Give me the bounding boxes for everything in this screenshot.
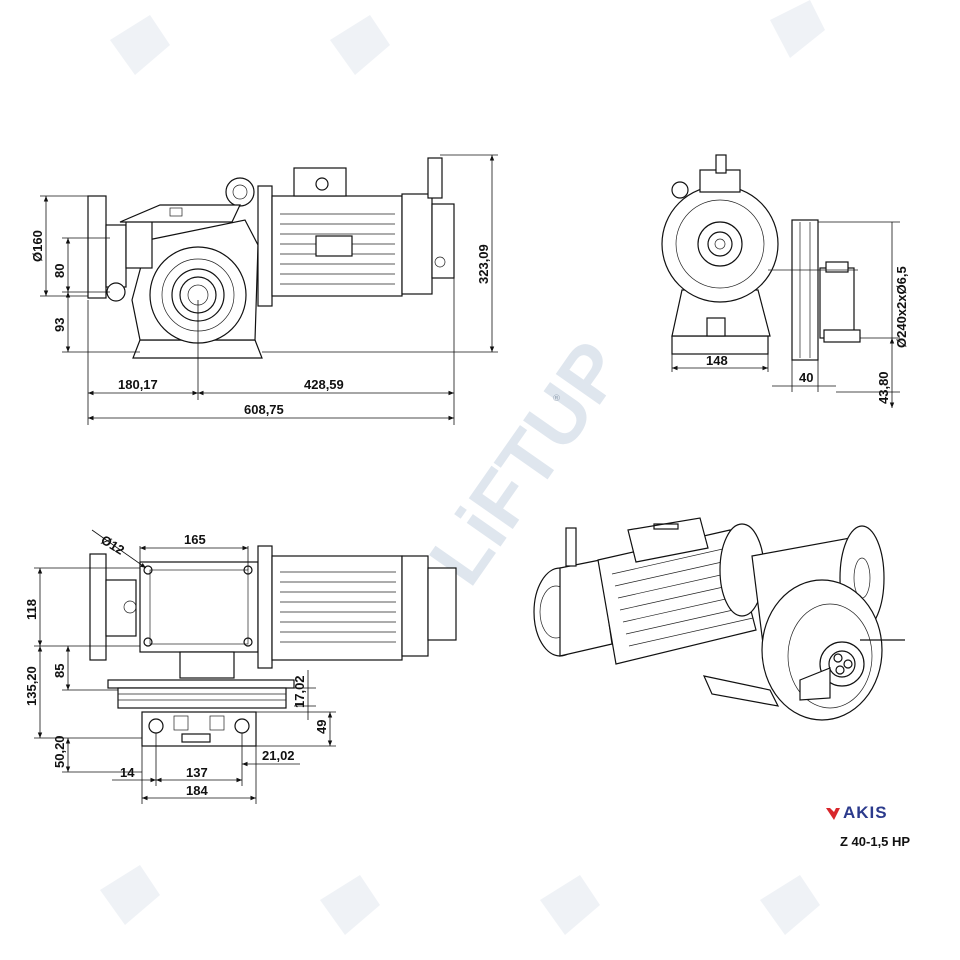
dim-608: 608,75 <box>244 402 284 417</box>
dim-80: 80 <box>52 264 67 278</box>
brand-name: AKIS <box>843 803 888 822</box>
side-pulley <box>791 219 819 361</box>
dim-135: 135,20 <box>24 666 39 706</box>
dim-50: 50,20 <box>52 735 67 768</box>
side-dimensions <box>671 221 900 408</box>
dim-pulley: Ø240x2xØ6,5 <box>894 266 909 348</box>
dim-118: 118 <box>24 599 39 620</box>
top-pulley <box>117 687 287 709</box>
dim-184: 184 <box>186 783 208 798</box>
top-view: Ø12 165 118 135,20 85 17,02 49 50,20 14 … <box>24 529 457 804</box>
watermark-registered: ® <box>552 394 561 404</box>
dim-323: 323,09 <box>476 244 491 284</box>
iso-pulley <box>761 579 883 721</box>
dim-40: 40 <box>799 370 813 385</box>
top-handwheel <box>89 553 107 661</box>
dim-49: 49 <box>314 720 329 734</box>
front-dimensions <box>40 154 498 425</box>
side-gearbox <box>661 185 779 303</box>
top-motor <box>271 555 403 661</box>
background-watermark-marks <box>100 0 825 935</box>
isometric-view <box>533 517 905 721</box>
dim-137: 137 <box>186 765 208 780</box>
dim-165: 165 <box>184 532 206 547</box>
front-view: Ø160 80 93 323,09 180,17 428,59 608,75 <box>30 154 498 425</box>
dim-43: 43,80 <box>876 371 891 404</box>
brand-logo <box>826 808 840 820</box>
dim-21: 21,02 <box>262 748 295 763</box>
top-dimensions <box>34 529 336 804</box>
dim-180: 180,17 <box>118 377 158 392</box>
dim-17: 17,02 <box>292 675 307 708</box>
dim-d160: Ø160 <box>30 230 45 262</box>
dim-428: 428,59 <box>304 377 344 392</box>
dim-85: 85 <box>52 664 67 678</box>
brand-mark-icon <box>826 808 840 820</box>
top-gearbox <box>139 561 259 653</box>
side-view: 148 40 43,80 Ø240x2xØ6,5 <box>661 154 909 408</box>
dim-148: 148 <box>706 353 728 368</box>
dim-14: 14 <box>120 765 135 780</box>
front-handwheel <box>87 195 107 299</box>
dim-93: 93 <box>52 318 67 332</box>
model-label: Z 40-1,5 HP <box>840 834 911 849</box>
